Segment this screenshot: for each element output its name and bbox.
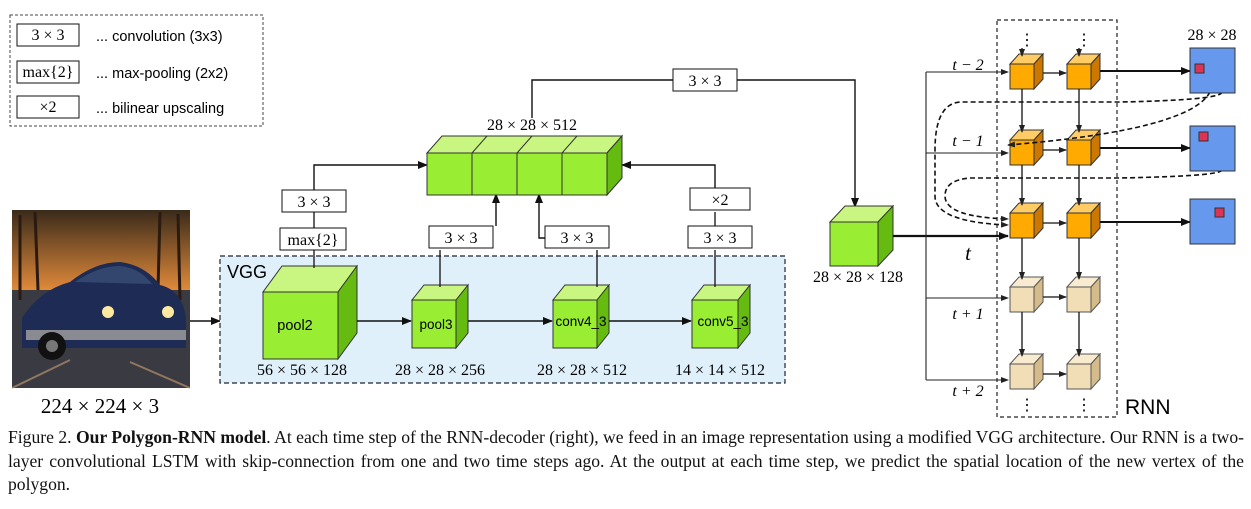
upscale-op-box bbox=[689, 187, 751, 211]
legend-conv-box bbox=[16, 23, 80, 47]
legend-conv-symbol: 3 × 3 bbox=[31, 27, 64, 44]
caption-text: . At each time step of the RNN-decoder (… bbox=[8, 427, 1244, 494]
legend-frame bbox=[9, 14, 264, 127]
conv-op-label-left: 3 × 3 bbox=[297, 194, 330, 211]
conv-op-label-conv5: 3 × 3 bbox=[703, 230, 736, 247]
concat-dims: 28 × 28 × 512 bbox=[487, 117, 577, 134]
output-map-t-minus-1 bbox=[1189, 125, 1236, 172]
vgg-label: VGG bbox=[227, 262, 267, 282]
rnn-cell bbox=[1008, 128, 1045, 167]
rnn-dots-top-col1: ⋮ bbox=[1019, 32, 1035, 49]
conv-op-box-top bbox=[672, 68, 738, 92]
conv4-3-label: conv4_3 bbox=[555, 314, 606, 329]
conv-op-label-top: 3 × 3 bbox=[688, 73, 721, 90]
caption-prefix: Figure 2. bbox=[8, 427, 76, 447]
conv4-3-dims: 28 × 28 × 512 bbox=[537, 362, 627, 379]
rnn-cell bbox=[1008, 52, 1045, 91]
rnn-cell bbox=[1008, 352, 1045, 391]
rnn-dots-bottom-col2: ⋮ bbox=[1076, 397, 1092, 414]
feature-dims: 28 × 28 × 128 bbox=[813, 269, 903, 286]
concat-block bbox=[425, 134, 624, 197]
pool2-dims: 56 × 56 × 128 bbox=[257, 362, 347, 379]
rnn-cells bbox=[1008, 52, 1102, 391]
vgg-block-conv5-3: conv5_3 bbox=[690, 283, 752, 350]
rnn-dots-bottom-col1: ⋮ bbox=[1019, 397, 1035, 414]
output-dims: 28 × 28 bbox=[1187, 27, 1236, 44]
time-label-t: t bbox=[965, 241, 972, 265]
rnn-dots-top-col2: ⋮ bbox=[1076, 32, 1092, 49]
polygon-rnn-diagram: 3 × 3 ... convolution (3x3) max{2} ... m… bbox=[9, 14, 1237, 419]
upscale-op-label: ×2 bbox=[711, 192, 728, 209]
pool3-label: pool3 bbox=[419, 317, 452, 332]
conv5-3-label: conv5_3 bbox=[697, 314, 748, 329]
pool3-dims: 28 × 28 × 256 bbox=[395, 362, 485, 379]
feature-cube bbox=[828, 204, 895, 268]
conv-op-box-conv5 bbox=[687, 225, 753, 249]
output-map-t-minus-2 bbox=[1189, 47, 1236, 94]
rnn-cell bbox=[1065, 352, 1102, 391]
pool2-label: pool2 bbox=[277, 318, 312, 334]
time-label-t-minus-1: t − 1 bbox=[952, 133, 983, 150]
rnn-label: RNN bbox=[1125, 396, 1171, 419]
legend-maxpool-box bbox=[16, 60, 80, 84]
conv4-to-concat-arrow bbox=[535, 193, 545, 239]
input-image bbox=[11, 210, 191, 389]
time-label-t-minus-2: t − 2 bbox=[952, 57, 983, 74]
figure-caption: Figure 2. Our Polygon-RNN model. At each… bbox=[8, 426, 1244, 497]
conv-op-label-pool3: 3 × 3 bbox=[444, 230, 477, 247]
rnn-cell bbox=[1065, 128, 1102, 167]
legend-upscale-desc: ... bilinear upscaling bbox=[96, 101, 224, 117]
conv5-to-concat-arrow bbox=[621, 161, 716, 188]
rnn-cell bbox=[1008, 201, 1045, 240]
skip-connection-to-t-minus-1 bbox=[1007, 91, 1211, 148]
time-label-t-plus-1: t + 1 bbox=[952, 306, 983, 323]
legend: 3 × 3 ... convolution (3x3) max{2} ... m… bbox=[9, 14, 264, 127]
output-map-t bbox=[1189, 198, 1236, 245]
rnn-cell bbox=[1008, 275, 1045, 314]
conv-op-label-conv4: 3 × 3 bbox=[560, 230, 593, 247]
legend-conv-desc: ... convolution (3x3) bbox=[96, 29, 223, 45]
legend-maxpool-desc: ... max-pooling (2x2) bbox=[96, 66, 228, 82]
maxpool-op-box bbox=[279, 227, 347, 251]
legend-upscale-symbol: ×2 bbox=[39, 99, 56, 116]
legend-maxpool-symbol: max{2} bbox=[23, 64, 74, 81]
legend-upscale-box bbox=[16, 95, 80, 119]
vgg-block-conv4-3: conv4_3 bbox=[551, 283, 611, 350]
time-label-t-plus-2: t + 2 bbox=[952, 383, 983, 400]
skip-connection-t-minus-1 bbox=[944, 169, 1223, 222]
left-to-concat-arrow bbox=[313, 161, 428, 190]
rnn-cell bbox=[1065, 52, 1102, 91]
vgg-block-pool3: pool3 bbox=[410, 283, 470, 350]
rnn-cell bbox=[1065, 201, 1102, 240]
rnn-connections bbox=[1019, 48, 1082, 377]
caption-title: Our Polygon-RNN model bbox=[75, 427, 267, 447]
rnn-cell bbox=[1065, 275, 1102, 314]
conv5-3-dims: 14 × 14 × 512 bbox=[675, 362, 765, 379]
maxpool-op-label: max{2} bbox=[288, 232, 339, 249]
input-dims: 224 × 224 × 3 bbox=[41, 394, 159, 418]
conv-op-box-conv4 bbox=[544, 225, 610, 249]
skip-connection-t-minus-2 bbox=[934, 91, 1223, 228]
conv-op-box-pool3 bbox=[428, 225, 494, 249]
vgg-block-pool2: pool2 bbox=[262, 264, 358, 361]
